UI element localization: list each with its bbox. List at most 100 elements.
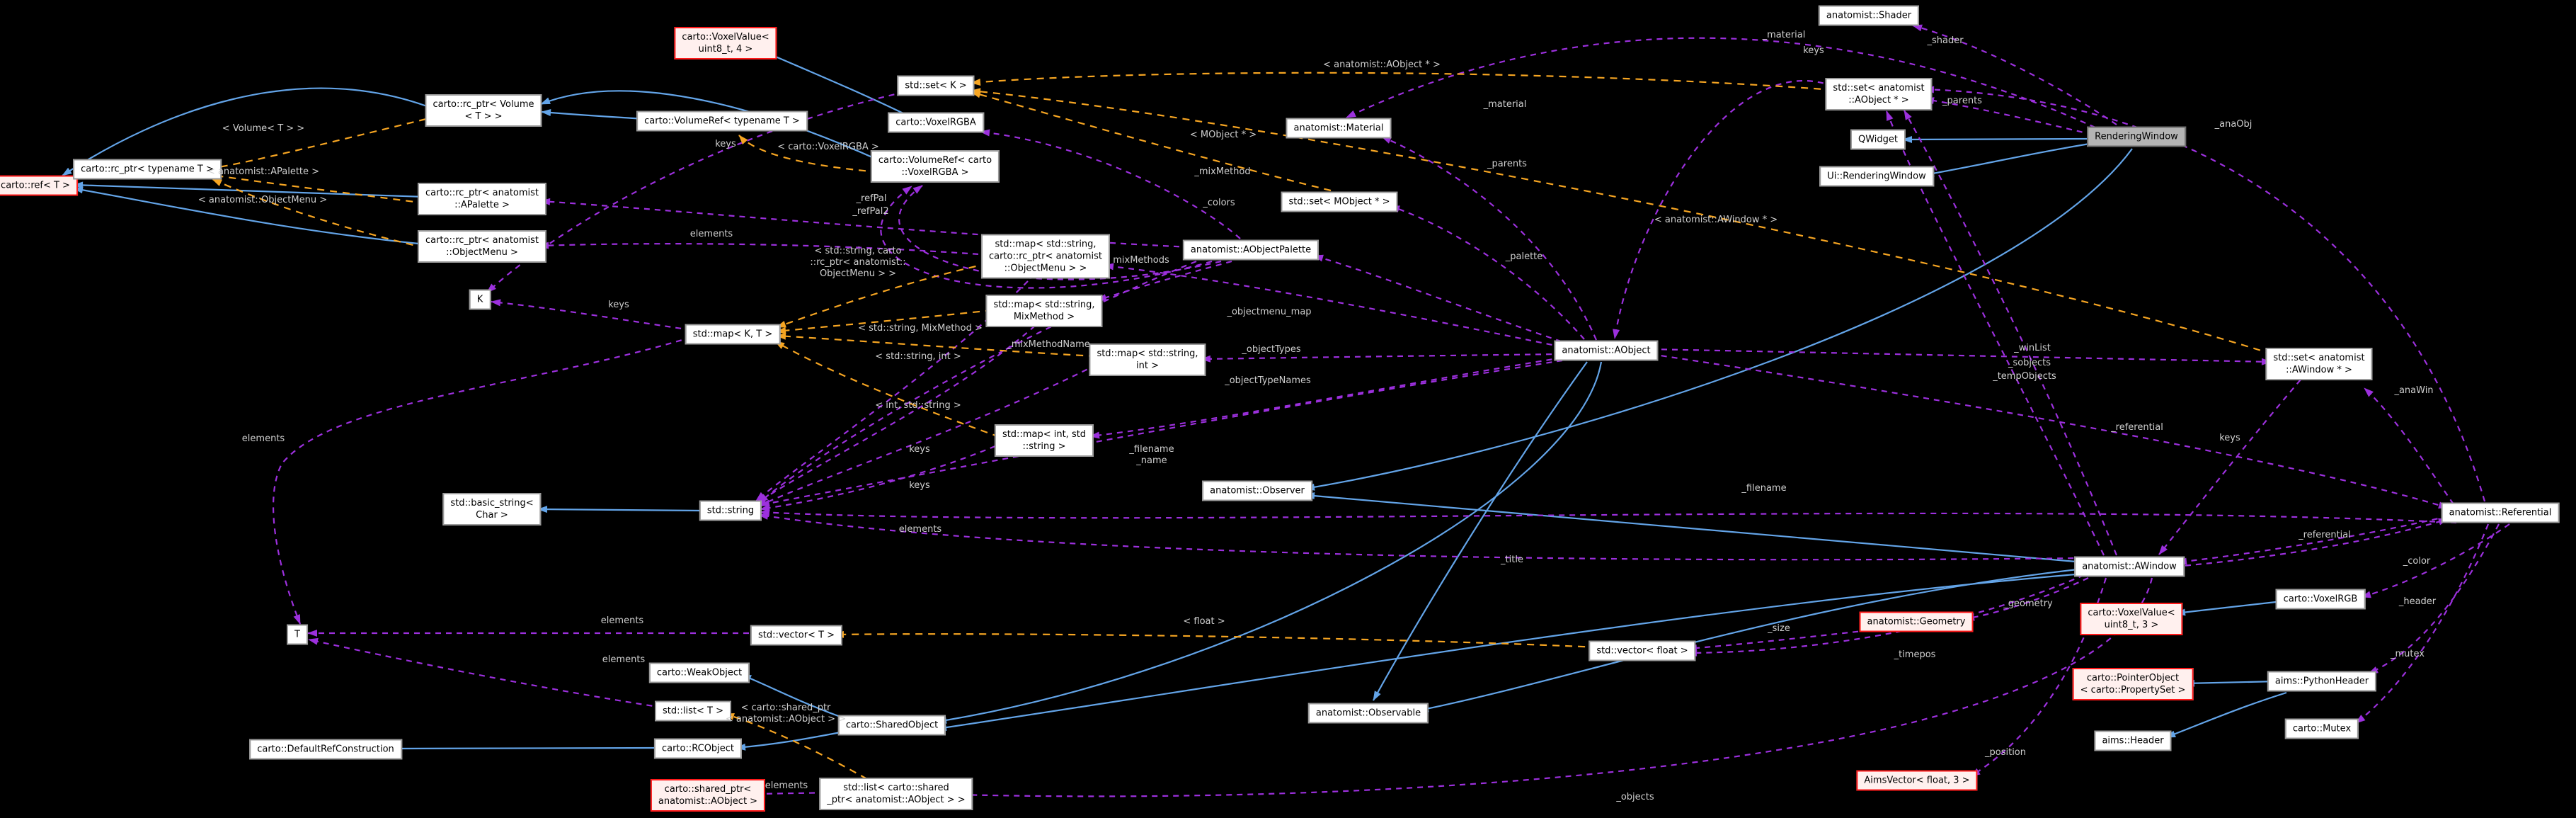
node-std-list-shared-ptr-aobject[interactable]: std::list< carto::shared _ptr< anatomist… (819, 778, 973, 810)
edge-orange (971, 72, 1834, 91)
node-t[interactable]: T (287, 624, 308, 645)
node-std-map-int-string[interactable]: std::map< int, std ::string > (994, 424, 1094, 457)
node-carto-voxelrgb[interactable]: carto::VoxelRGB (2275, 589, 2366, 610)
node-anatomist-aobject[interactable]: anatomist::AObject (1554, 340, 1659, 361)
edge-purple (755, 280, 1029, 501)
edge-orange (971, 88, 2273, 356)
edge-purple (2368, 523, 2500, 675)
node-carto-defaultrefconstruction[interactable]: carto::DefaultRefConstruction (249, 739, 402, 760)
edge-blue (1305, 492, 2085, 564)
edge-blue (735, 729, 849, 751)
node-qwidget[interactable]: QWidget (1850, 129, 1906, 150)
node-aims-header[interactable]: aims::Header (2094, 730, 2172, 751)
node-carto-rc-ptr-typename[interactable]: carto::rc_ptr< typename T > (73, 159, 222, 180)
node-std-map-k-t[interactable]: std::map< K, T > (685, 324, 781, 345)
node-std-set-aobject-ptr[interactable]: std::set< anatomist ::AObject * > (1825, 78, 1933, 110)
node-anatomist-observer[interactable]: anatomist::Observer (1202, 480, 1312, 501)
node-std-string[interactable]: std::string (699, 500, 762, 521)
node-std-set-k[interactable]: std::set< K > (897, 75, 975, 96)
edge-blue (937, 572, 2085, 732)
edge-purple (491, 299, 692, 331)
node-carto-sharedobject[interactable]: carto::SharedObject (837, 715, 946, 736)
node-aimsvector-float-3[interactable]: AimsVector< float, 3 > (1856, 770, 1978, 791)
node-std-map-string-int[interactable]: std::map< std::string, int > (1089, 343, 1206, 376)
edge-purple (758, 512, 2085, 561)
edge-purple (1924, 97, 2093, 136)
node-std-map-string-mixmethod[interactable]: std::map< std::string, MixMethod > (985, 295, 1103, 327)
node-std-list-t[interactable]: std::list< T > (655, 700, 731, 722)
edge-purple (1650, 348, 2272, 365)
edge-purple (1687, 574, 2085, 657)
edge-purple (1381, 135, 1598, 341)
node-std-vector-t[interactable]: std::vector< T > (750, 625, 843, 646)
edge-purple (1104, 263, 1563, 348)
node-std-vector-float[interactable]: std::vector< float > (1588, 640, 1696, 661)
edge-blue (1419, 567, 2085, 712)
edge-purple (1613, 80, 1834, 339)
edge-orange (971, 91, 1332, 192)
edge-purple (1390, 205, 1585, 340)
edge-purple (2174, 518, 2449, 568)
node-carto-weakobject[interactable]: carto::WeakObject (648, 662, 750, 683)
edge-purple (539, 242, 990, 256)
node-std-basic-string[interactable]: std::basic_string< Char > (442, 493, 542, 526)
node-anatomist-awindow[interactable]: anatomist::AWindow (2074, 556, 2185, 577)
edge-blue (541, 109, 647, 120)
node-anatomist-geometry[interactable]: anatomist::Geometry (1859, 611, 1974, 632)
node-carto-voxelrgba[interactable]: carto::VoxelRGBA (888, 112, 984, 133)
node-carto-rcobject[interactable]: carto::RCObject (653, 738, 743, 759)
node-carto-voxelvalue-uint8-3[interactable]: carto::VoxelValue< uint8_t, 3 > (2080, 603, 2183, 635)
edge-blue (540, 90, 879, 161)
node-anatomist-aobjectpalette[interactable]: anatomist::AObjectPalette (1182, 239, 1320, 261)
edge-orange (776, 332, 1097, 358)
edge-purple (1964, 577, 2089, 621)
edge-purple (980, 129, 1241, 239)
edge-blue (937, 361, 1603, 724)
edge-purple (1346, 37, 2096, 129)
node-renderingwindow[interactable]: RenderingWindow (2087, 126, 2186, 147)
node-std-set-mobject[interactable]: std::set< MObject * > (1281, 191, 1398, 212)
node-carto-volumeref-voxelrgba[interactable]: carto::VolumeRef< carto ::VoxelRGBA > (870, 150, 1000, 183)
node-anatomist-shader[interactable]: anatomist::Shader (1818, 5, 1920, 26)
node-anatomist-observable[interactable]: anatomist::Observable (1307, 703, 1429, 724)
edge-purple (1650, 353, 2449, 509)
edge-blue (1902, 135, 2093, 143)
node-std-map-string-objectmenu[interactable]: std::map< std::string, carto::rc_ptr< an… (980, 234, 1111, 279)
edge-purple (1089, 356, 1563, 439)
node-carto-rc-ptr-objectmenu[interactable]: carto::rc_ptr< anatomist ::ObjectMenu > (417, 230, 547, 263)
node-carto-voxelvalue-uint8-4[interactable]: carto::VoxelValue< uint8_t, 4 > (674, 27, 777, 59)
edge-purple (308, 637, 663, 709)
edge-purple (755, 325, 1036, 504)
node-carto-mutex[interactable]: carto::Mutex (2284, 718, 2359, 739)
node-carto-rc-ptr-volume[interactable]: carto::rc_ptr< Volume < T > > (425, 94, 542, 127)
edge-orange (774, 341, 1000, 438)
edge-purple (1904, 110, 2118, 556)
edge-purple (757, 364, 1097, 508)
edge-blue (1373, 361, 1588, 701)
node-carto-pointerobject[interactable]: carto::PointerObject < carto::PropertySe… (2072, 668, 2194, 700)
node-carto-rc-ptr-apalette[interactable]: carto::rc_ptr< anatomist ::APalette > (417, 183, 547, 215)
node-k[interactable]: K (469, 289, 491, 310)
edge-orange (738, 135, 879, 174)
node-anatomist-referential[interactable]: anatomist::Referential (2441, 502, 2560, 523)
edge-blue (765, 51, 905, 115)
edge-blue (741, 674, 849, 721)
edge-purple (1924, 86, 2486, 502)
edge-blue (2165, 691, 2287, 739)
edge-purple (1097, 260, 1232, 302)
node-aims-pythonheader[interactable]: aims::PythonHeader (2267, 671, 2377, 692)
edge-orange (776, 309, 993, 334)
node-carto-shared-ptr-aobject[interactable]: carto::shared_ptr< anatomist::AObject > (650, 779, 766, 812)
edge-blue (537, 506, 703, 513)
node-ui-renderingwindow[interactable]: Ui::RenderingWindow (1819, 166, 1934, 187)
node-carto-ref-t[interactable]: carto::ref< T > (0, 175, 78, 196)
node-anatomist-material[interactable]: anatomist::Material (1286, 118, 1392, 139)
edge-blue (391, 744, 661, 752)
node-std-set-awindow-ptr[interactable]: std::set< anatomist ::AWindow * > (2265, 348, 2373, 380)
edge-purple (760, 509, 2457, 524)
edge-blue (1924, 142, 2095, 177)
edge-purple (1201, 353, 1563, 363)
node-carto-volumeref-typename[interactable]: carto::VolumeRef< typename T > (636, 110, 808, 132)
